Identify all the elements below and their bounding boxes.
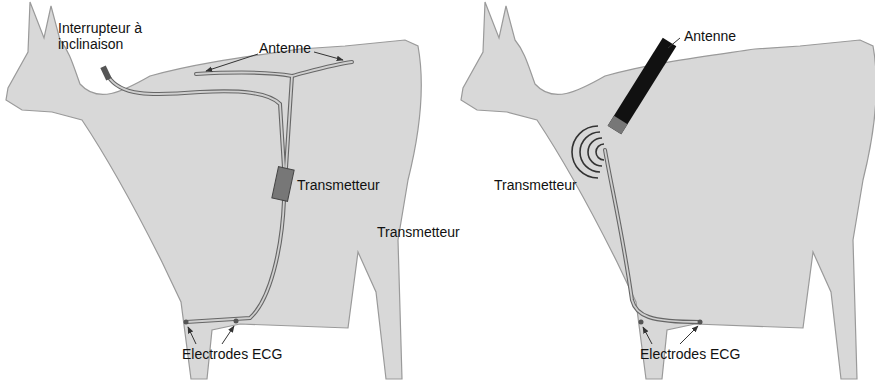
callout-label: Interrupteur à inclinaison bbox=[58, 20, 158, 52]
callout-label: Transmetteur bbox=[297, 177, 380, 193]
deer-silhouette bbox=[461, 2, 875, 379]
callout-label: Electrodes ECG bbox=[182, 346, 282, 362]
electrode bbox=[184, 320, 189, 325]
transmitter-box bbox=[272, 167, 294, 202]
radio-waves bbox=[572, 126, 604, 178]
electrode bbox=[234, 319, 239, 324]
wires bbox=[605, 150, 700, 322]
callout-label: Antenne bbox=[259, 40, 311, 56]
leader-arrow bbox=[680, 326, 698, 344]
deer-silhouette bbox=[6, 2, 421, 379]
leader-arrow bbox=[643, 327, 652, 344]
callout-label: Electrodes ECG bbox=[640, 346, 740, 362]
electrode bbox=[698, 320, 703, 325]
leader-arrow bbox=[188, 327, 196, 344]
leader-arrow bbox=[206, 54, 258, 71]
leader-arrow bbox=[222, 326, 234, 344]
collar-end bbox=[608, 116, 628, 135]
tilt-switch bbox=[100, 65, 111, 80]
electrode bbox=[639, 320, 644, 325]
leader-arrow bbox=[314, 52, 343, 60]
callout-label: Antenne bbox=[684, 28, 736, 44]
callout-label: Transmetteur bbox=[494, 177, 577, 193]
collar-antenna bbox=[608, 38, 677, 135]
leader-line bbox=[668, 38, 680, 48]
callout-label: Transmetteur bbox=[377, 224, 460, 240]
